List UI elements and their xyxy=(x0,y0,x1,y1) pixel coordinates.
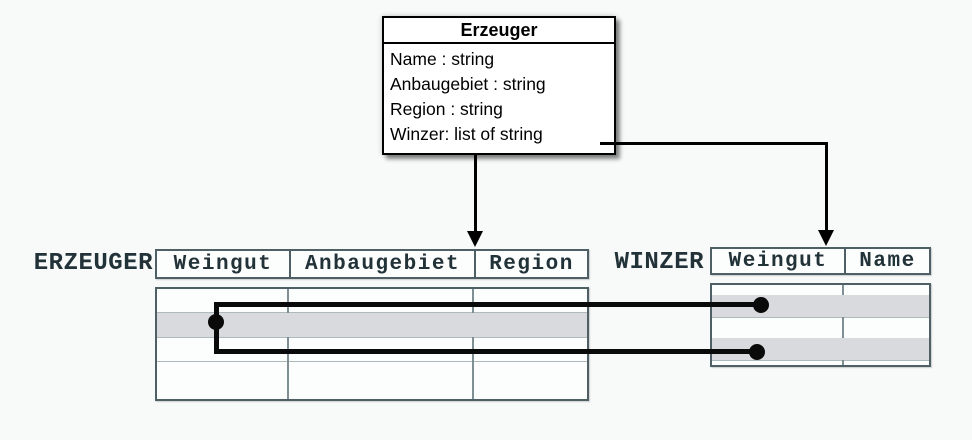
arrow-line-to-erzeuger xyxy=(474,155,477,232)
column-header-name: Name xyxy=(844,249,929,273)
arrowhead-down-icon xyxy=(467,231,483,247)
row-divider xyxy=(157,337,587,338)
table-label-erzeuger: ERZEUGER xyxy=(33,250,153,277)
link-endpoint-dot xyxy=(753,297,769,313)
row-divider xyxy=(712,317,929,318)
link-endpoint-dot xyxy=(208,314,224,330)
winzer-table-body xyxy=(710,283,931,367)
arrowhead-down-icon xyxy=(818,230,834,246)
uml-class-box: Erzeuger Name : string Anbaugebiet : str… xyxy=(382,16,616,155)
arrow-line-to-winzer xyxy=(825,142,828,231)
row-divider xyxy=(712,360,929,361)
shaded-table-row xyxy=(712,338,929,360)
record-link-bottom xyxy=(214,349,757,354)
arrow-line-from-winzer-attr xyxy=(600,142,828,145)
column-header-region: Region xyxy=(474,251,587,277)
class-attribute-anbaugebiet: Anbaugebiet : string xyxy=(390,74,546,94)
column-header-weingut: Weingut xyxy=(173,252,273,276)
link-endpoint-dot xyxy=(749,344,765,360)
column-divider xyxy=(842,285,844,365)
class-attribute-winzer: Winzer: list of string xyxy=(390,124,543,144)
class-attribute-region: Region : string xyxy=(390,99,503,119)
winzer-header-row: Weingut Name xyxy=(710,247,931,275)
class-attribute-name: Name : string xyxy=(390,49,495,69)
column-divider xyxy=(472,289,474,399)
erzeuger-header-row: Weingut Anbaugebiet Region xyxy=(155,249,589,279)
class-title: Erzeuger xyxy=(384,18,614,44)
column-header-weingut: Weingut xyxy=(728,249,828,273)
row-divider xyxy=(157,361,587,362)
column-divider xyxy=(287,289,289,399)
column-header-anbaugebiet: Anbaugebiet xyxy=(289,251,474,277)
class-attributes: Name : string Anbaugebiet : string Regio… xyxy=(384,44,614,147)
record-link-top xyxy=(214,302,761,307)
table-label-winzer: WINZER xyxy=(614,249,704,276)
shaded-table-row xyxy=(157,313,587,337)
row-divider xyxy=(157,312,587,313)
